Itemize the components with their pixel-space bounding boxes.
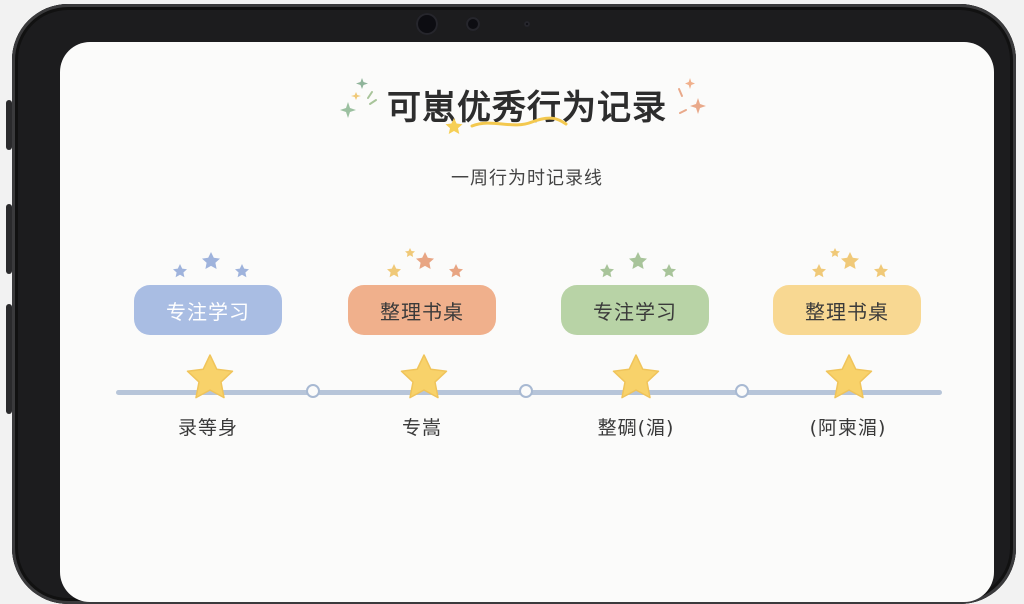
star-icon: [612, 354, 660, 399]
side-button-top: [6, 100, 12, 150]
camera-bar: [408, 10, 548, 36]
star-icon: [387, 248, 463, 278]
timeline-label: 专嵩: [401, 417, 442, 439]
sensor-small: [524, 21, 530, 27]
page-subtitle: 一周行为时记录线: [451, 168, 603, 189]
sensor: [466, 17, 480, 31]
side-button-bottom: [6, 304, 12, 414]
star-icon: [186, 354, 234, 399]
front-camera: [416, 13, 438, 35]
star-icon: [600, 252, 676, 278]
timeline-label: 录等身: [177, 417, 238, 439]
activity-pill[interactable]: 专注学习: [134, 285, 282, 335]
title-underline-icon: [445, 116, 568, 134]
star-icon: [825, 354, 873, 399]
page-title: 可崽优秀行为记录: [387, 88, 667, 128]
timeline-dot: [519, 384, 533, 398]
screen: 可崽优秀行为记录 一周行为时记录线 专注学习 录等身 整理书桌: [60, 42, 994, 602]
sparkle-icon: [340, 78, 377, 118]
timeline-label: 整碉(湄): [597, 417, 675, 439]
activity-pill[interactable]: 专注学习: [561, 285, 709, 335]
star-icon: [400, 354, 448, 399]
star-icon: [173, 252, 249, 278]
timeline-dot: [306, 384, 320, 398]
tablet-device: 可崽优秀行为记录 一周行为时记录线 专注学习 录等身 整理书桌: [6, 4, 1016, 604]
timeline-dot: [735, 384, 749, 398]
sparkle-icon: [678, 78, 706, 114]
activity-pill[interactable]: 整理书桌: [773, 285, 921, 335]
star-icon: [812, 248, 888, 278]
activity-pill[interactable]: 整理书桌: [348, 285, 496, 335]
timeline-label: (阿柬湄): [809, 417, 887, 439]
side-button-middle: [6, 204, 12, 274]
